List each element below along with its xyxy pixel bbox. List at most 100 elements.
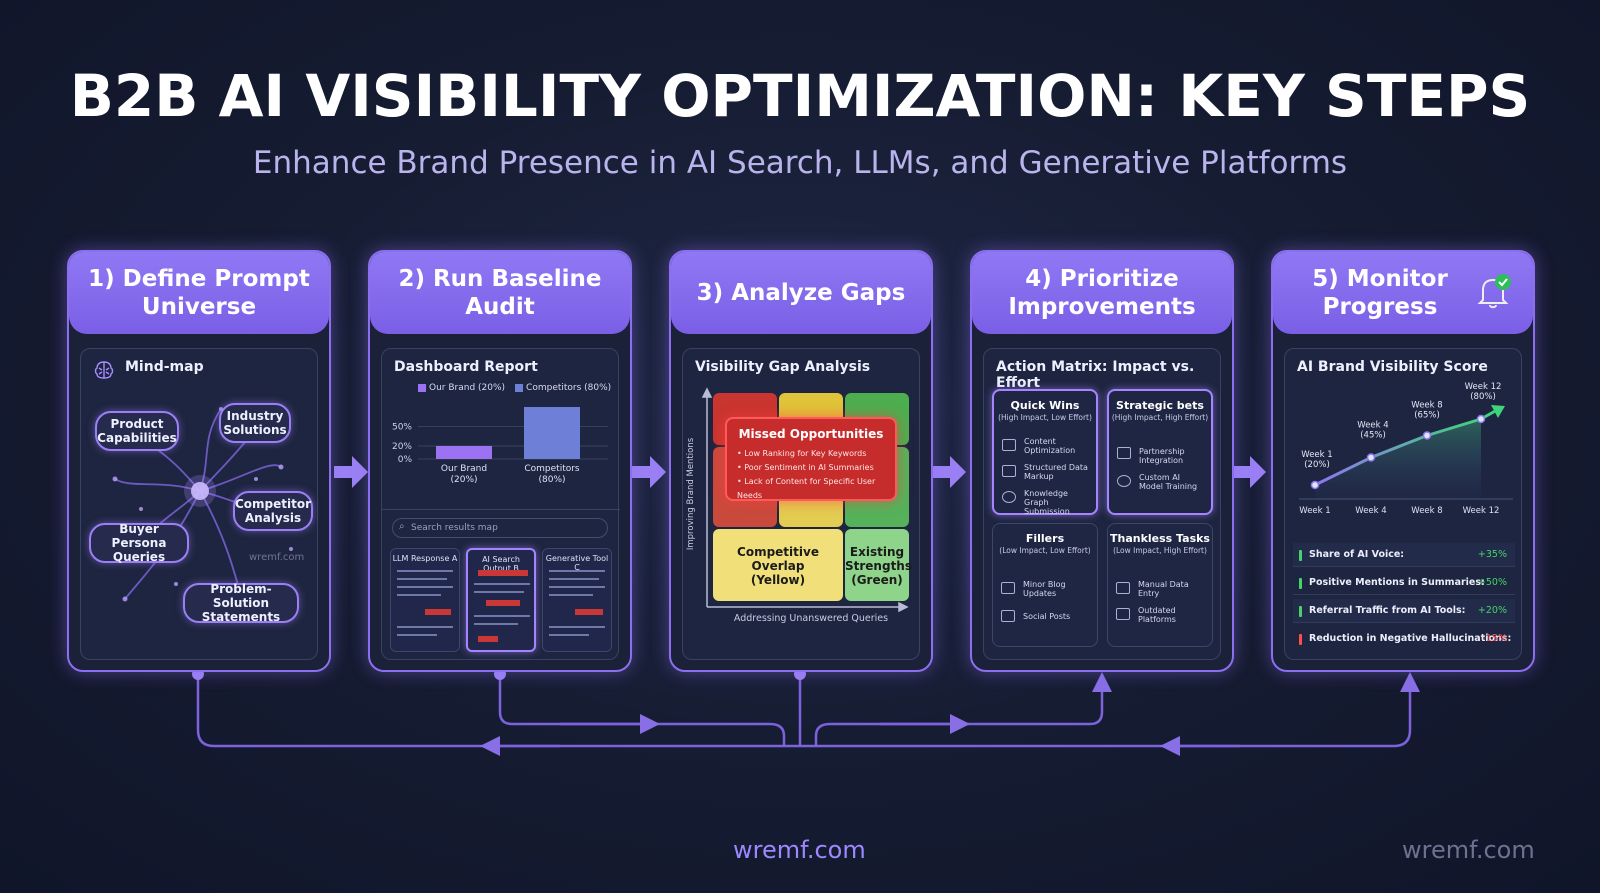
data-label: (45%) (1360, 431, 1386, 441)
step-arrow (334, 456, 1266, 488)
result-card-ai-search-output-b[interactable]: AI Search Output B (466, 548, 536, 652)
existing-strengths-label: Existing Strengths (Green) (845, 545, 912, 587)
data-point (1366, 453, 1376, 462)
data-label: Week 1 (1301, 450, 1332, 460)
data-label: (80%) (1470, 392, 1496, 402)
footer-brand[interactable]: wremf.com (733, 836, 866, 864)
gap-axes (701, 387, 909, 613)
step-3-title: 3) Analyze Gaps (671, 252, 931, 334)
mind-map-node-buyer-persona-queries: Buyer Persona Queries (89, 522, 189, 564)
kpi-negative-hallucinations: Reduction in Negative Hallucinations: -1… (1293, 627, 1515, 651)
document-icon (1002, 465, 1016, 477)
step-5-title: 5) Monitor Progress (1273, 252, 1533, 334)
step-4-title: 4) Prioritize Improvements (972, 252, 1232, 334)
missed-item: • Lack of Content for Specific User Need… (737, 477, 876, 500)
baseline-bar-chart: 50%20%0%Our Brand(20%)Competitors(80%) (392, 407, 608, 485)
step-4-card: 4) Prioritize Improvements Action Matrix… (970, 250, 1234, 672)
kpi-share-of-ai-voice: Share of AI Voice: +35% (1293, 543, 1515, 567)
competitive-overlap-label: Competitive Overlap (Yellow) (737, 545, 819, 587)
page-subtitle: Enhance Brand Presence in AI Search, LLM… (252, 145, 1348, 181)
legend-competitors: Competitors (80%) (515, 383, 611, 393)
action-matrix-panel: Action Matrix: Impact vs. Effort Quick W… (983, 348, 1221, 660)
x-tick-label: Week 1 (1299, 506, 1330, 516)
data-label: (20%) (1304, 460, 1330, 470)
mind-map-node-industry-solutions: Industry Solutions (219, 403, 291, 443)
search-results-map: ⌕ Search results map LLM Response A AI S… (382, 509, 620, 659)
x-tick-label: Week 4 (1355, 506, 1386, 516)
x-tick-label: Week 8 (1411, 506, 1442, 516)
action-item: Partnership Integration (1139, 447, 1185, 465)
kpi-positive-mentions: Positive Mentions in Summaries: +50% (1293, 571, 1515, 595)
megaphone-icon (1001, 610, 1015, 622)
step-5-card: 5) Monitor Progress AI Brand Visibility … (1271, 250, 1535, 672)
action-item: Knowledge Graph Submission (1024, 489, 1070, 516)
handshake-icon (1117, 447, 1131, 459)
data-label: Week 4 (1357, 421, 1388, 431)
dashboard-legend: Our Brand (20%) Competitors (80%) (418, 383, 611, 393)
y-tick-label: 20% (392, 442, 412, 452)
quadrant-strategic-bets: Strategic bets (High Impact, High Effort… (1107, 389, 1213, 515)
bell-check-icon (1477, 274, 1511, 309)
action-item: Social Posts (1023, 612, 1071, 621)
mind-map-node-competitor-analysis: Competitor Analysis (233, 491, 313, 531)
mind-map-node-product-capabilities: Product Capabilities (95, 411, 179, 451)
bar (436, 446, 492, 459)
action-item: Minor Blog Updates (1023, 580, 1066, 598)
edit-icon (1002, 439, 1016, 451)
mind-map-panel: Mind-map Product Capabilities In (80, 348, 318, 660)
result-card-llm-response-a[interactable]: LLM Response A (390, 548, 460, 652)
action-item: Outdated Platforms (1138, 606, 1176, 624)
step-1-card: 1) Define Prompt Universe Mind-map (67, 250, 331, 672)
quadrant-quick-wins: Quick Wins (High Impact, Low Effort) Con… (992, 389, 1098, 516)
missed-opportunities-list: • Low Ranking for Key Keywords • Poor Se… (737, 447, 895, 503)
result-lines (474, 570, 530, 642)
search-icon: ⌕ (399, 521, 405, 532)
dashboard-panel: Dashboard Report Our Brand (20%) Competi… (381, 348, 620, 660)
x-tick-label: Week 12 (1463, 506, 1500, 516)
y-axis-label: Improving Brand Mentions (686, 437, 696, 551)
x-tick-label: (20%) (450, 475, 477, 485)
result-lines (397, 570, 453, 636)
y-tick-label: 50% (392, 423, 412, 433)
graph-icon (1002, 491, 1016, 503)
dashboard-title: Dashboard Report (394, 359, 538, 375)
missed-opportunities-box: Missed Opportunities • Low Ranking for K… (725, 417, 897, 501)
gap-cell-green-bottom (845, 529, 909, 601)
action-matrix-title: Action Matrix: Impact vs. Effort (996, 359, 1195, 391)
step-1-title: 1) Define Prompt Universe (69, 252, 329, 334)
action-item: Custom AI Model Training (1139, 473, 1198, 491)
visibility-score-panel: AI Brand Visibility Score Week 1(20%)Wee… (1284, 348, 1522, 660)
action-item: Content Optimization (1024, 437, 1076, 455)
kpi-referral-traffic: Referral Traffic from AI Tools: +20% (1293, 599, 1515, 623)
visibility-score-title: AI Brand Visibility Score (1297, 359, 1488, 375)
x-tick-label: Competitors (524, 464, 580, 474)
quadrant-thankless-tasks: Thankless Tasks (Low Impact, High Effort… (1107, 523, 1213, 647)
data-label: (65%) (1414, 411, 1440, 421)
x-tick-label: (80%) (538, 475, 565, 485)
x-axis-label: Addressing Unanswered Queries (733, 613, 889, 624)
mind-map-node-problem-solution-statements: Problem-Solution Statements (183, 582, 299, 624)
trend-arrowhead (1491, 405, 1505, 418)
data-label: Week 12 (1465, 382, 1502, 392)
search-results-input[interactable]: ⌕ Search results map (392, 518, 608, 538)
missed-item: • Poor Sentiment in AI Summaries (737, 463, 874, 472)
mind-map-title: Mind-map (125, 359, 204, 375)
mind-map-watermark: wremf.com (249, 552, 305, 563)
step-3-card: 3) Analyze Gaps Visibility Gap Analysis … (669, 250, 933, 672)
series-line (1314, 417, 1482, 487)
gap-analysis-title: Visibility Gap Analysis (695, 359, 871, 375)
gap-cell-yellow-bottom (713, 529, 843, 601)
legend-our-brand: Our Brand (20%) (418, 383, 505, 393)
y-tick-label: 0% (398, 455, 413, 465)
action-item: Structured Data Markup (1024, 463, 1088, 481)
bar (524, 407, 580, 459)
result-card-generative-tool-c[interactable]: Generative Tool C (542, 548, 612, 652)
blog-icon (1001, 582, 1015, 594)
data-point (1422, 431, 1432, 440)
missed-item: • Low Ranking for Key Keywords (737, 449, 867, 458)
platform-icon (1116, 608, 1130, 620)
gap-analysis-panel: Visibility Gap Analysis Missed Opportuni… (682, 348, 920, 660)
data-label: Week 8 (1411, 401, 1442, 411)
